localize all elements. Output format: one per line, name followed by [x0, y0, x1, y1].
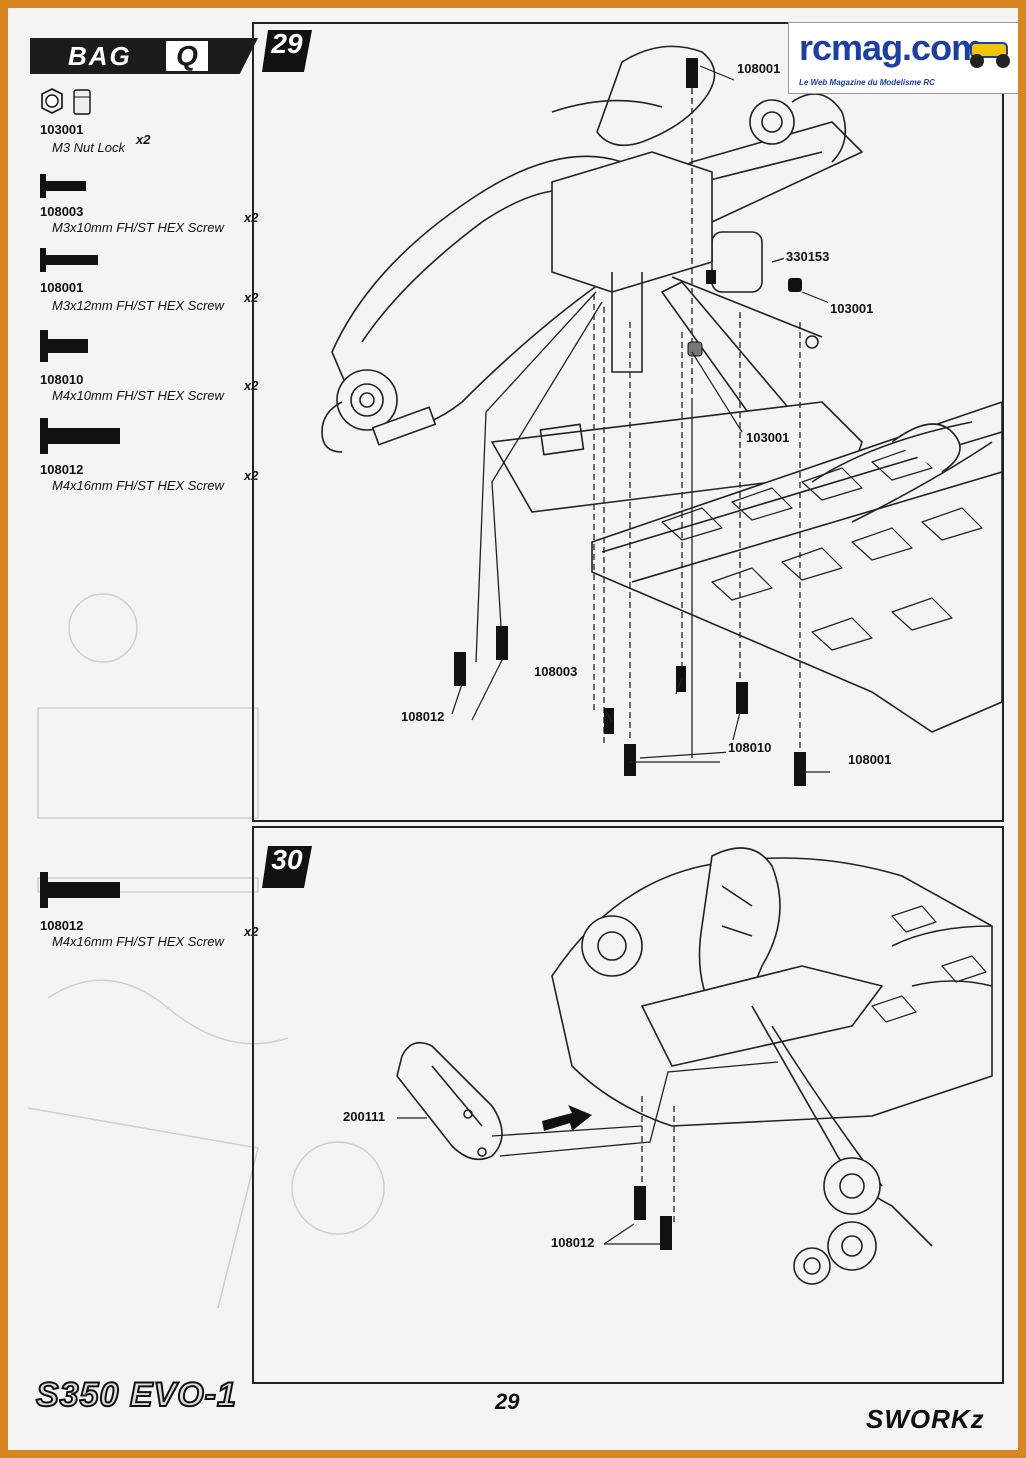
part-desc: M3x12mm FH/ST HEX Screw [52, 298, 224, 313]
watermark-tagline: Le Web Magazine du Modelisme RC [799, 78, 935, 87]
part-qty: x2 [244, 378, 259, 393]
part-code: 108001 [40, 280, 84, 295]
callout-label: 108012 [399, 709, 447, 724]
callout-label: 108012 [549, 1235, 597, 1250]
page-number: 29 [495, 1389, 520, 1414]
callout-label: 108001 [735, 61, 783, 76]
callout-label: 108001 [846, 752, 894, 767]
part-qty: x2 [244, 210, 259, 225]
brand-logo: SWORKz [866, 1404, 985, 1434]
part-code: 108012 [40, 462, 84, 477]
part-qty: x2 [244, 924, 259, 939]
flat-head-screw-icon [40, 418, 120, 454]
bag-header [30, 38, 258, 74]
step-30-diagram [396, 847, 993, 1285]
step-number: 30 [271, 844, 303, 875]
bag-letter: Q [164, 39, 210, 73]
part-qty: x2 [244, 290, 259, 305]
part-qty: x2 [244, 468, 259, 483]
part-code: 103001 [40, 122, 84, 137]
step-29-diagram [321, 45, 1003, 786]
part-desc: M4x16mm FH/ST HEX Screw [52, 478, 224, 493]
part-code: 108012 [40, 918, 84, 933]
watermark-brand: rcmag.com [799, 27, 983, 68]
step-number: 29 [271, 28, 303, 59]
callout-label: 103001 [744, 430, 792, 445]
part-desc: M3x10mm FH/ST HEX Screw [52, 220, 224, 235]
flat-head-screw-icon [40, 872, 120, 908]
part-desc: M3 Nut Lock [52, 140, 125, 155]
step-29-panel [252, 22, 1004, 822]
flat-head-screw-icon [40, 174, 86, 198]
callout-label: 108010 [726, 740, 774, 755]
callout-label: 103001 [828, 301, 876, 316]
callout-label: 330153 [784, 249, 832, 264]
callout-label: 200111 [341, 1109, 387, 1124]
model-logo: S350 EVO-1 [35, 1375, 237, 1415]
part-qty: x2 [136, 132, 151, 147]
manual-page: BAG Q 103001 M3 Nut Lock x2 108003 M3x10… [8, 8, 1018, 1450]
step-30-panel [252, 826, 1004, 1384]
step-29-badge: 29 [256, 28, 318, 76]
lock-nut-icon [41, 88, 91, 115]
part-desc: M4x16mm FH/ST HEX Screw [52, 934, 224, 949]
callout-label: 108003 [532, 664, 580, 679]
rcmag-watermark-logo: rcmag.com Le Web Magazine du Modelisme R… [788, 22, 1018, 94]
part-code: 108003 [40, 204, 84, 219]
bleed-through-artwork [27, 593, 385, 1309]
step-30-badge: 30 [256, 844, 318, 892]
part-code: 108010 [40, 372, 84, 387]
rc-car-icon [970, 42, 1010, 68]
flat-head-screw-icon [40, 330, 88, 362]
bag-word: BAG [68, 41, 132, 71]
flat-head-screw-icon [40, 248, 98, 272]
part-desc: M4x10mm FH/ST HEX Screw [52, 388, 224, 403]
